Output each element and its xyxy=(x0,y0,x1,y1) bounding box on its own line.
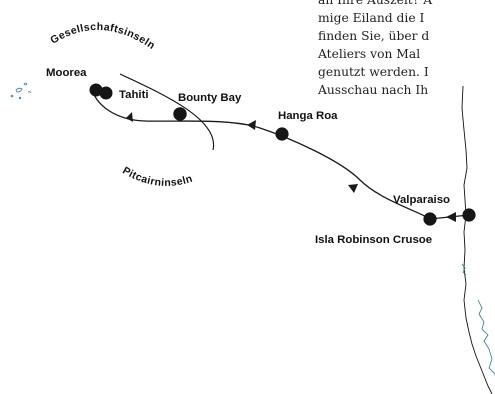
pitcairn-arc-line xyxy=(119,73,215,151)
stop-label-moorea: Moorea xyxy=(46,67,87,79)
stop-dot-hanga-roa xyxy=(275,127,289,141)
intro-line: Ausschau nach Ih xyxy=(318,83,429,98)
stop-dot-bounty-bay xyxy=(173,107,187,121)
stop-dot-isla-robinson-crusoe xyxy=(423,212,437,226)
route-arrows xyxy=(126,112,456,222)
stop-label-hanga-roa: Hanga Roa xyxy=(278,110,338,122)
stop-label-isla-robinson-crusoe: Isla Robinson Crusoe xyxy=(315,234,432,246)
route-arrow xyxy=(126,112,133,122)
intro-line: genutzt werden. I xyxy=(318,65,429,80)
stop-label-tahiti: Tahiti xyxy=(119,89,149,101)
coastline-detail-2 xyxy=(461,263,467,276)
intro-line: an Ihre Auszeit? A xyxy=(318,0,433,7)
stop-label-bounty-bay: Bounty Bay xyxy=(178,92,242,104)
route-arrow xyxy=(348,184,358,193)
stop-dot-tahiti xyxy=(99,86,113,100)
region-label-pitcairn-islands: Pitcairninseln xyxy=(120,165,194,189)
coastline xyxy=(461,85,493,394)
route-arrow xyxy=(247,120,256,130)
intro-text: an Ihre Auszeit? A mige Eiland die I fin… xyxy=(318,0,495,100)
islands-sketch xyxy=(10,82,32,100)
intro-line: Ateliers von Mal xyxy=(318,47,421,62)
intro-line: finden Sie, über d xyxy=(318,29,430,44)
route-arrow xyxy=(446,212,456,222)
region-label-society-islands: Gesellschaftsinseln xyxy=(48,21,157,52)
stop-dot-valparaiso xyxy=(462,208,476,222)
intro-line: mige Eiland die I xyxy=(318,11,425,26)
stop-dot-moorea xyxy=(89,83,103,97)
coastline-detail xyxy=(477,299,495,377)
stop-label-valparaiso: Valparaiso xyxy=(393,194,450,206)
